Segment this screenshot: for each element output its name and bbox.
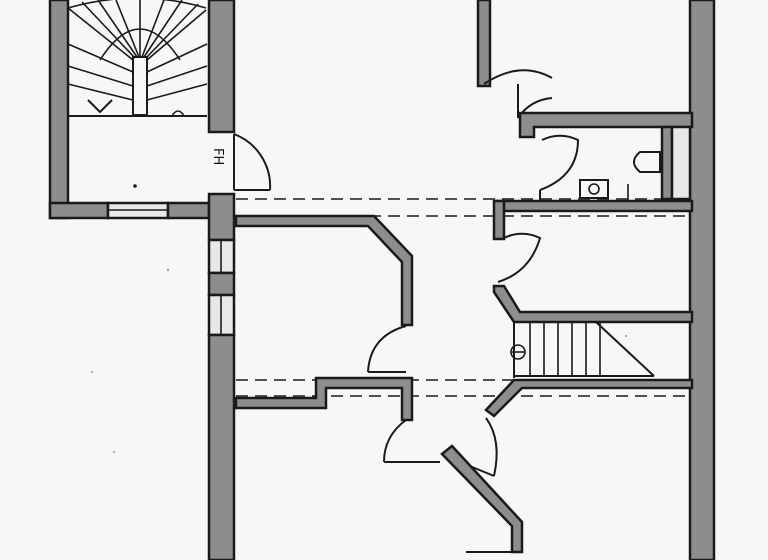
wall-mark xyxy=(133,184,137,188)
bathroom-shaft xyxy=(670,125,692,201)
main-left-wall-lower xyxy=(207,333,236,560)
bathroom-top-wall xyxy=(518,111,694,139)
stairwell-left-wall xyxy=(48,0,70,220)
stairwell-right-wall xyxy=(207,0,236,134)
stairwell-bottom-wall-left xyxy=(48,201,110,220)
bathroom xyxy=(518,111,694,201)
spiral-stair xyxy=(67,0,208,117)
angled-room-top-wall xyxy=(234,214,414,327)
angled-room xyxy=(234,214,414,373)
scan-specks xyxy=(91,268,627,453)
fire-door-label: FH xyxy=(210,148,225,165)
stair-top-wall xyxy=(492,284,694,324)
sink-icon xyxy=(579,179,609,199)
left-wall-segment xyxy=(207,271,236,297)
fire-door: FH xyxy=(210,133,272,191)
toilet-icon xyxy=(633,151,661,173)
right-exterior-wall xyxy=(688,0,716,560)
mid-left-post xyxy=(492,199,506,241)
upper-room-door xyxy=(476,0,553,119)
lower-doors xyxy=(383,417,498,477)
straight-stair xyxy=(492,284,694,378)
top-center-wall xyxy=(476,0,492,88)
stairwell xyxy=(48,0,236,220)
mid-top-wall xyxy=(494,199,694,213)
lower-diagonal-wall xyxy=(440,444,524,554)
stairwell-bottom-wall-right xyxy=(166,201,211,220)
lower-left-stepped-wall xyxy=(234,376,414,422)
lower-right-angled-wall xyxy=(484,378,694,418)
main-left-wall-upper xyxy=(207,192,236,242)
bathroom-right-partition xyxy=(660,125,674,201)
